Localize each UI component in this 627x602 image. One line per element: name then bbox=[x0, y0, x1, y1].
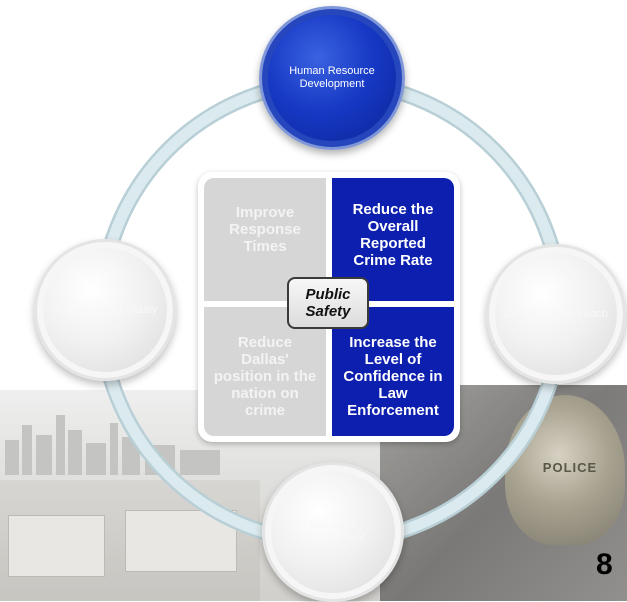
police-badge-text: POLICE bbox=[542, 460, 598, 475]
page-number: 8 bbox=[596, 548, 613, 581]
quadrant-label: Reduce the Overall Reported Crime Rate bbox=[352, 200, 434, 269]
center-label: Public Safety bbox=[305, 286, 351, 320]
node-label: Neighborhood Vitality bbox=[52, 303, 158, 316]
node-label: Human Resource Development bbox=[289, 65, 375, 90]
node-community-outreach[interactable]: Community Outreach bbox=[486, 244, 626, 384]
node-label: Resource Management bbox=[300, 519, 366, 544]
node-label: Community Outreach bbox=[504, 307, 608, 320]
node-human-resource-development[interactable]: Human Resource Development bbox=[259, 6, 405, 150]
node-resource-management[interactable]: Resource Management bbox=[262, 462, 404, 602]
node-neighborhood-vitality[interactable]: Neighborhood Vitality bbox=[34, 239, 176, 381]
quadrant-label: Improve Response Times bbox=[229, 204, 301, 255]
fire-trucks-image bbox=[0, 480, 260, 601]
center-label-public-safety: Public Safety bbox=[287, 277, 369, 329]
quadrant-label: Increase the Level of Confidence in Law … bbox=[343, 334, 443, 419]
quadrant-label: Reduce Dallas' position in the nation on… bbox=[213, 334, 317, 419]
